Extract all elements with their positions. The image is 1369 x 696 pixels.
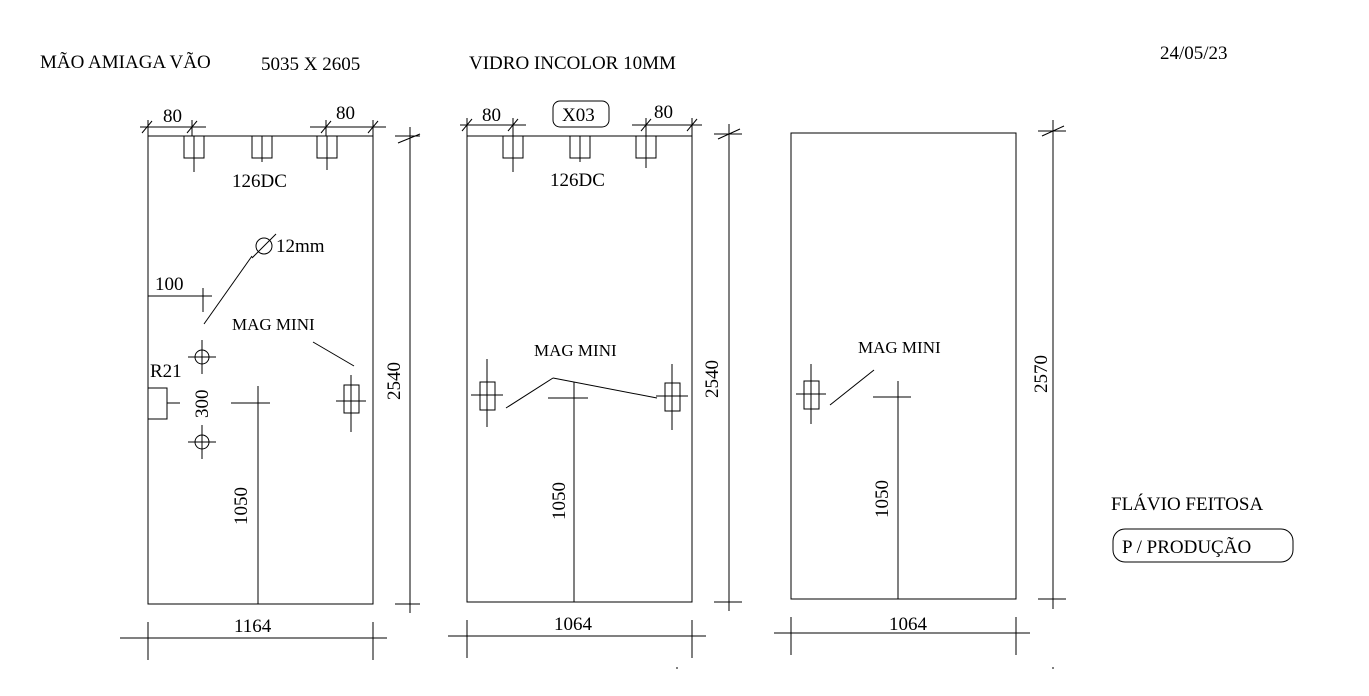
panel-2-badge xyxy=(552,100,610,128)
panel-1-handle-height: 1050 xyxy=(231,487,252,525)
panel-1-outline xyxy=(147,135,374,605)
panel-1-hole-bottom xyxy=(194,434,210,450)
diameter-symbol-icon xyxy=(255,237,273,255)
author-name: FLÁVIO FEITOSA xyxy=(1111,493,1263,515)
panel-1-mag-lock xyxy=(343,384,360,414)
panel-2-handle-height: 1050 xyxy=(549,482,570,520)
panel-2-mag-lock-left xyxy=(479,381,496,411)
panel-1: 80 80 126DC 12mm 100 MAG MINI xyxy=(120,103,421,660)
panel-3-width-dim: 1064 xyxy=(889,614,928,635)
panel-1-hinge-label: 126DC xyxy=(232,171,287,192)
panel-1-notch-label: R21 xyxy=(150,361,182,382)
panel-2: X03 80 80 126DC MAG MINI xyxy=(448,100,742,658)
panel-1-handle-label: MAG MINI xyxy=(232,315,315,334)
panel-1-edge-offset: 100 xyxy=(155,274,184,295)
panel-1-height-dim: 2540 xyxy=(384,362,405,400)
panel-2-handle-label: MAG MINI xyxy=(534,341,617,360)
panel-2-top-left-dim: 80 xyxy=(482,105,501,126)
panel-1-top-right-dim: 80 xyxy=(336,103,355,124)
panel-3-outline xyxy=(790,132,1017,600)
panel-1-notch xyxy=(147,387,168,420)
panel-2-badge-label: X03 xyxy=(562,105,595,126)
panel-1-hole-label: 12mm xyxy=(276,236,325,257)
panel-3-handle-label: MAG MINI xyxy=(858,338,941,357)
panel-1-hole-top xyxy=(194,349,210,365)
panel-2-top-right-dim: 80 xyxy=(654,102,673,123)
panel-2-outline xyxy=(466,135,693,603)
opening-size: 5035 X 2605 xyxy=(261,54,360,75)
panel-3: MAG MINI 1050 2570 1064 xyxy=(774,120,1066,655)
project-title: MÃO AMIAGA VÃO xyxy=(40,51,211,73)
drawing-date: 24/05/23 xyxy=(1160,43,1228,64)
panel-2-height-dim: 2540 xyxy=(702,360,723,398)
panel-2-hinge-label: 126DC xyxy=(550,170,605,191)
panel-3-mag-lock xyxy=(803,380,820,410)
panel-1-top-left-dim: 80 xyxy=(163,106,182,127)
glass-spec: VIDRO INCOLOR 10MM xyxy=(469,53,676,74)
panel-1-hole-spacing: 300 xyxy=(192,390,213,419)
panel-1-width-dim: 1164 xyxy=(234,616,272,637)
panel-3-height-dim: 2570 xyxy=(1031,355,1052,393)
panel-2-mag-lock-right xyxy=(664,382,681,412)
panel-3-handle-height: 1050 xyxy=(872,480,893,518)
panel-2-width-dim: 1064 xyxy=(554,614,593,635)
production-stamp xyxy=(1112,528,1294,563)
production-stamp-label: P / PRODUÇÃO xyxy=(1122,536,1251,558)
